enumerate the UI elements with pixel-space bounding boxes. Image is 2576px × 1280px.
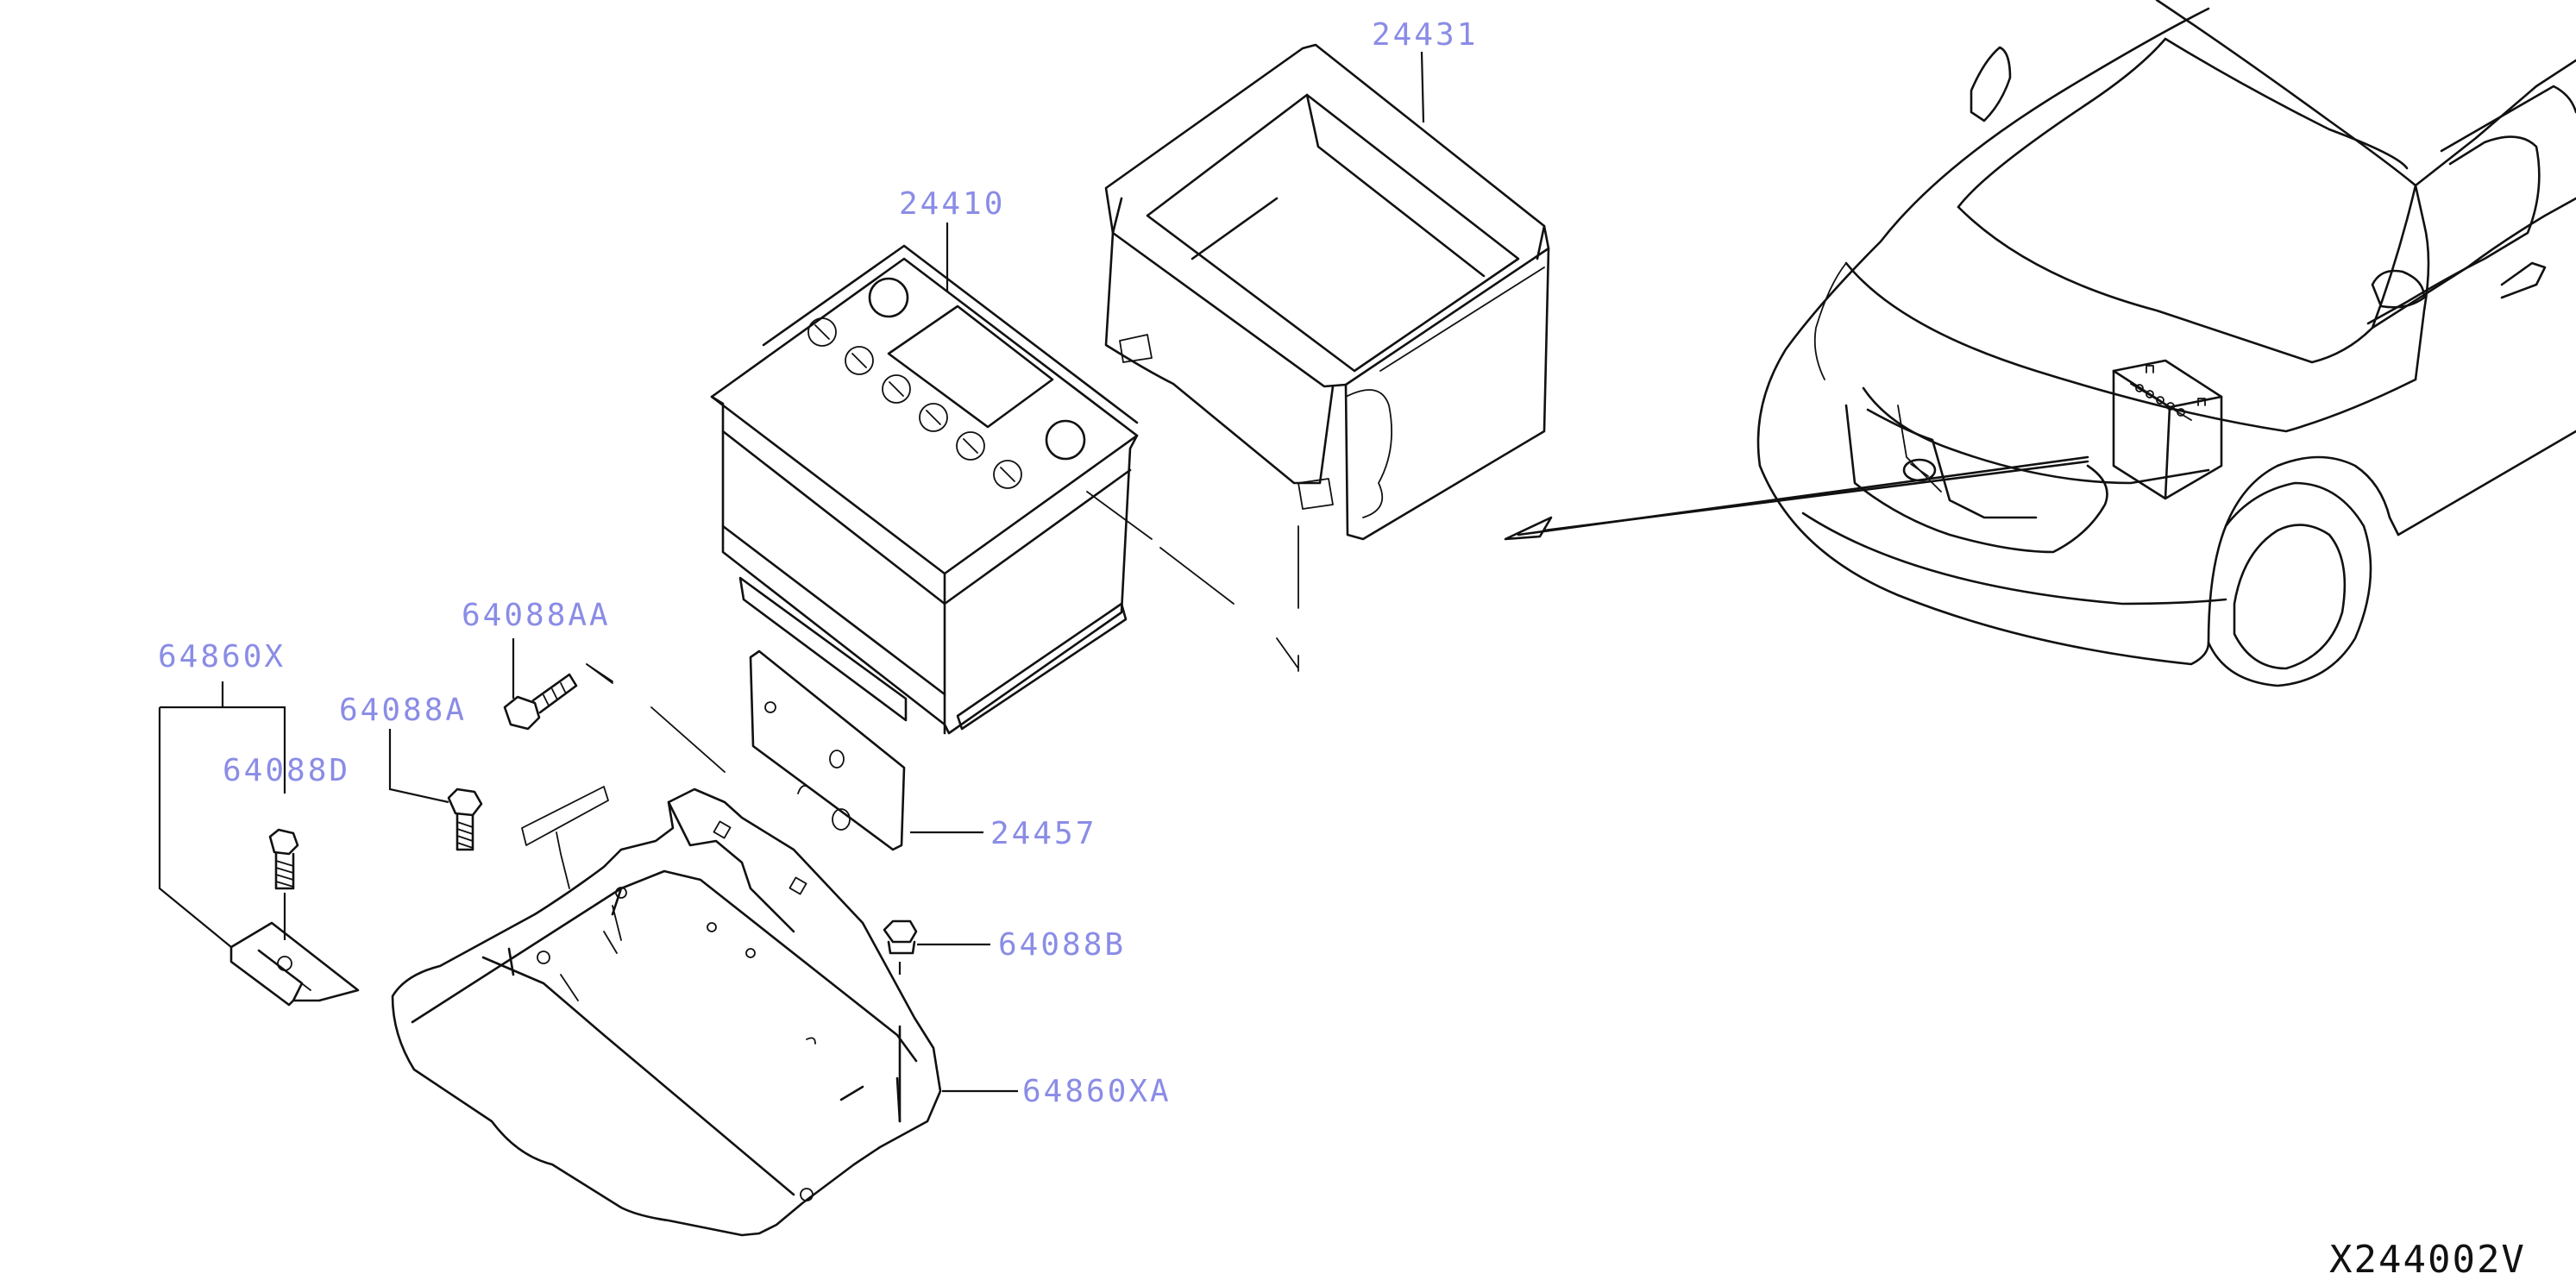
part-label-64088B: 64088B [998,927,1126,963]
diagram-code: X244002V [2329,1238,2526,1280]
battery-icon [710,244,1139,735]
bolt-icon [447,787,483,851]
part-label-64860XA: 64860XA [1022,1074,1172,1109]
part-label-24457: 24457 [990,816,1096,851]
bracket-icon [749,649,906,851]
bolt-icon [503,673,578,731]
part-label-64088D: 64088D [223,753,350,788]
battery-box-icon [1104,43,1550,541]
part-label-64088AA: 64088AA [462,598,611,633]
arrow-icon [1504,455,2089,541]
bolt-icon [268,828,299,890]
nut-icon [883,919,918,955]
vehicle-icon [1756,0,2576,687]
part-label-64088A: 64088A [339,693,467,728]
bracket-icon [229,921,360,1007]
tray-icon [391,786,942,1237]
part-label-24410: 24410 [899,186,1005,222]
part-label-24431: 24431 [1372,17,1478,53]
part-label-64860X: 64860X [158,639,286,675]
